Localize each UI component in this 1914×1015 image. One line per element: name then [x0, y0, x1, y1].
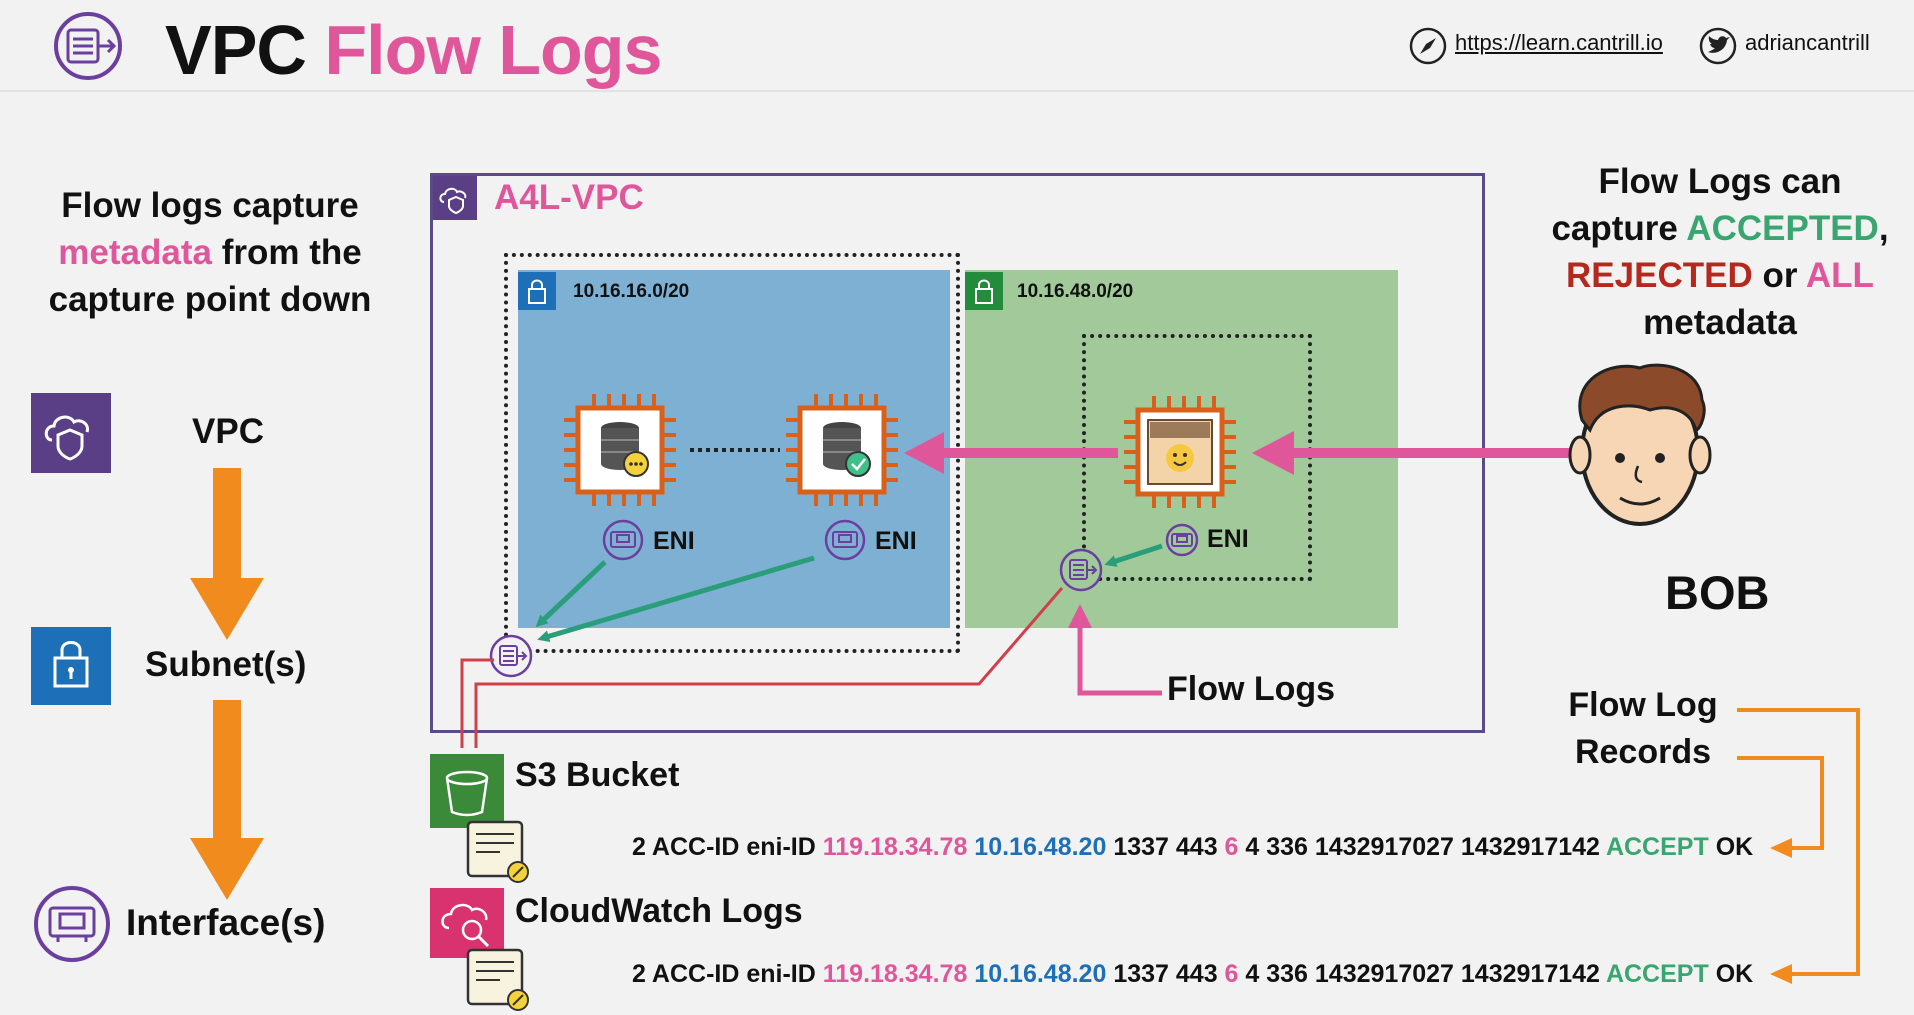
log-record-s3: 2 ACC-ID eni-ID 119.18.34.78 10.16.48.20…	[632, 833, 1753, 862]
subnet-a-lock-icon	[518, 272, 556, 310]
record-src-ip: 119.18.34.78	[822, 960, 968, 988]
eni-log-delivery-line	[474, 587, 1064, 748]
flow-logs-icon	[54, 12, 122, 80]
right-comma: ,	[1878, 209, 1889, 248]
subnet-b-cidr: 10.16.48.0/20	[1017, 281, 1134, 302]
traffic-arrow-to-instance2	[904, 432, 1118, 474]
record-rest: 4 336 1432917027 1432917142	[1238, 833, 1606, 861]
flow-log-records-label: Flow Log Records	[1543, 682, 1743, 776]
right-capture-word: capture	[1551, 209, 1687, 248]
log-document-icon-cloudwatch	[466, 948, 529, 1011]
record-action: ACCEPT	[1605, 960, 1709, 988]
right-explanation: Flow Logs can capture ACCEPTED, REJECTED…	[1515, 158, 1914, 346]
bob-avatar	[1568, 363, 1712, 526]
flow-logs-label: Flow Logs	[1167, 670, 1336, 708]
record-status: OK	[1708, 960, 1754, 988]
page-title: VPC Flow Logs	[165, 8, 662, 92]
right-line4: metadata	[1643, 303, 1797, 342]
interface-label: Interface(s)	[126, 902, 326, 943]
subnet-label: Subnet(s)	[145, 645, 307, 684]
right-line1: Flow Logs can	[1598, 162, 1842, 201]
s3-bucket-label: S3 Bucket	[515, 756, 680, 794]
ec2-instance-1-icon	[564, 394, 676, 506]
header-divider	[0, 90, 1914, 92]
right-line2: capture ACCEPTED,	[1515, 205, 1914, 252]
eni-1-label: ENI	[653, 527, 695, 555]
eni1-capture-arrow	[535, 560, 607, 628]
record-ports: 1337 443	[1106, 960, 1225, 988]
course-link[interactable]: https://learn.cantrill.io	[1455, 30, 1663, 55]
record-status: OK	[1708, 833, 1754, 861]
or-word: or	[1752, 256, 1806, 295]
vpc-badge-icon	[433, 176, 477, 220]
ec2-instance-3-icon	[1124, 396, 1236, 508]
left-line3: capture point down	[48, 280, 372, 319]
record-prefix: 2 ACC-ID eni-ID	[632, 833, 823, 861]
cloudwatch-logs-label: CloudWatch Logs	[515, 892, 803, 930]
records-to-s3-arrow	[1737, 756, 1824, 858]
twitter-icon	[1699, 27, 1737, 65]
vpc-icon	[31, 393, 111, 473]
interface-icon	[34, 886, 110, 962]
twitter-handle[interactable]: adriancantrill	[1745, 30, 1870, 55]
left-line2: metadata from the	[20, 229, 400, 276]
record-dst-ip: 10.16.48.20	[974, 960, 1107, 988]
record-action: ACCEPT	[1605, 833, 1709, 861]
eni-3-icon	[1165, 523, 1199, 557]
subnet-to-interface-arrow	[190, 700, 264, 900]
left-line2-rest: from the	[211, 233, 362, 272]
record-prefix: 2 ACC-ID eni-ID	[632, 960, 823, 988]
flow-log-eni-icon	[1059, 548, 1103, 592]
records-to-cloudwatch-arrow	[1737, 708, 1860, 984]
log-document-icon-s3	[466, 820, 529, 883]
eni-2-label: ENI	[875, 527, 917, 555]
log-record-cloudwatch: 2 ACC-ID eni-ID 119.18.34.78 10.16.48.20…	[632, 960, 1753, 989]
records-line2: Records	[1574, 733, 1712, 771]
metadata-highlight: metadata	[58, 233, 212, 272]
subnet-b-lock-icon	[965, 272, 1003, 310]
title-part1: VPC	[165, 11, 307, 89]
vpc-to-subnet-arrow	[190, 468, 264, 640]
bob-label: BOB	[1665, 566, 1770, 619]
ec2-instance-2-icon	[786, 394, 898, 506]
records-line1: Flow Log	[1568, 686, 1718, 724]
s3-bucket-icon	[430, 754, 504, 828]
record-src-ip: 119.18.34.78	[822, 833, 968, 861]
flow-log-subnet-icon	[489, 634, 533, 678]
compass-icon	[1409, 27, 1447, 65]
right-line3: REJECTED or ALL	[1515, 252, 1914, 299]
vpc-name: A4L-VPC	[494, 178, 644, 217]
eni2-capture-arrow	[537, 555, 815, 643]
subnet-lock-icon	[31, 627, 111, 705]
eni-3-label: ENI	[1207, 525, 1249, 553]
eni3-capture-arrow	[1104, 543, 1163, 567]
flow-logs-pointer	[1068, 604, 1162, 696]
record-dst-ip: 10.16.48.20	[974, 833, 1107, 861]
eni-2-icon	[824, 519, 866, 561]
record-protocol: 6	[1224, 960, 1239, 988]
left-line1: Flow logs capture	[61, 186, 359, 225]
accepted-word: ACCEPTED	[1686, 209, 1879, 248]
left-explanation: Flow logs capture metadata from the capt…	[20, 182, 400, 323]
rejected-word: REJECTED	[1566, 256, 1753, 295]
subnet-a-cidr: 10.16.16.0/20	[573, 281, 690, 302]
eni-1-icon	[602, 519, 644, 561]
traffic-arrow-to-instance3	[1252, 431, 1630, 475]
subnet-log-delivery-line	[460, 658, 494, 748]
record-ports: 1337 443	[1106, 833, 1225, 861]
vpc-label: VPC	[192, 412, 264, 451]
record-protocol: 6	[1224, 833, 1239, 861]
all-word: ALL	[1805, 256, 1874, 295]
cloudwatch-logs-icon	[430, 888, 504, 958]
record-rest: 4 336 1432917027 1432917142	[1238, 960, 1606, 988]
title-part2: Flow Logs	[324, 11, 662, 89]
